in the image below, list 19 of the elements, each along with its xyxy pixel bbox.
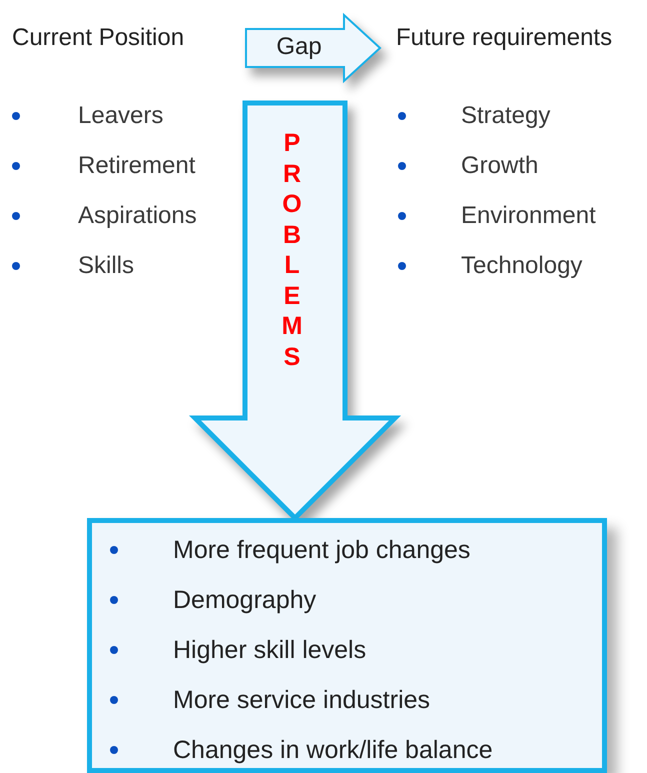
list-item: Higher skill levels — [173, 636, 366, 664]
list-item: Changes in work/life balance — [173, 736, 493, 764]
list-item: Aspirations — [78, 202, 197, 230]
list-item: Demography — [173, 586, 316, 614]
edge-label: PROBLEMS — [280, 128, 304, 372]
edge-label: Gap — [276, 32, 322, 62]
list-box — [87, 518, 607, 773]
list-item: Retirement — [78, 152, 196, 180]
list-item: Skills — [78, 252, 134, 280]
list-item: Leavers — [78, 102, 164, 130]
list-item: Environment — [461, 202, 596, 230]
list-item: More frequent job changes — [173, 536, 470, 564]
list-item: Strategy — [461, 102, 550, 130]
block-arrow — [245, 12, 382, 84]
list-item: More service industries — [173, 686, 430, 714]
list-item: Growth — [461, 152, 538, 180]
column-heading: Current Position — [11, 23, 186, 53]
column-heading: Future requirements — [395, 23, 614, 53]
list-item: Technology — [461, 252, 582, 280]
